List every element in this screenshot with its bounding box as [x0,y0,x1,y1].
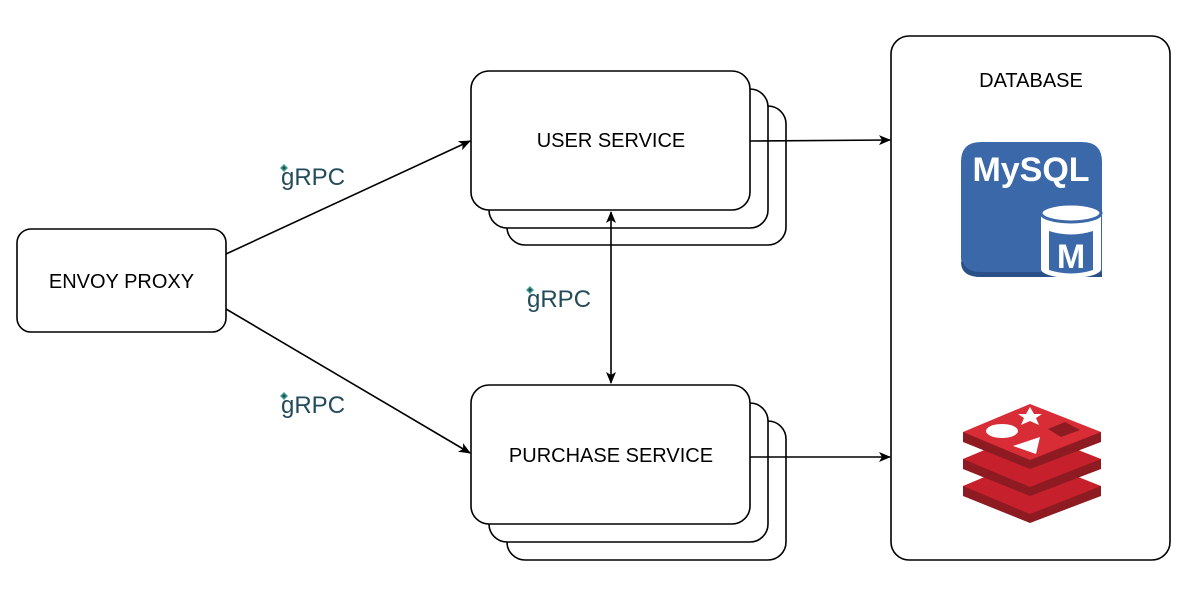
grpc-text: gRPC [281,392,345,419]
envoy-proxy-node: ENVOY PROXY [16,228,227,333]
redis-icon [963,404,1101,523]
grpc-logo-icon [280,164,288,172]
grpc-label-envoy-purchase: gRPC [280,392,345,419]
purchase-service-label: PURCHASE SERVICE [509,445,713,467]
purchase-service-node: PURCHASE SERVICE [470,384,787,561]
mysql-icon: MySQL M [961,142,1103,278]
grpc-label-user-purchase: gRPC [526,286,591,313]
edge-envoy-to-user [225,140,471,255]
database-label: DATABASE [979,70,1083,92]
mysql-cylinder-icon: M [1039,202,1103,278]
grpc-text: gRPC [281,164,345,191]
grpc-logo-icon [526,286,534,294]
envoy-proxy-label: ENVOY PROXY [49,271,194,293]
user-service-label: USER SERVICE [537,130,686,152]
grpc-text: gRPC [527,286,591,313]
grpc-label-envoy-user: gRPC [280,164,345,191]
mysql-logo-text: MySQL [972,151,1089,189]
edge-envoy-to-purchase [225,308,471,454]
mysql-badge-text: M [1057,238,1085,276]
user-service-node: USER SERVICE [470,70,787,246]
grpc-logo-icon [280,392,288,400]
edge-user-to-database [749,135,891,146]
